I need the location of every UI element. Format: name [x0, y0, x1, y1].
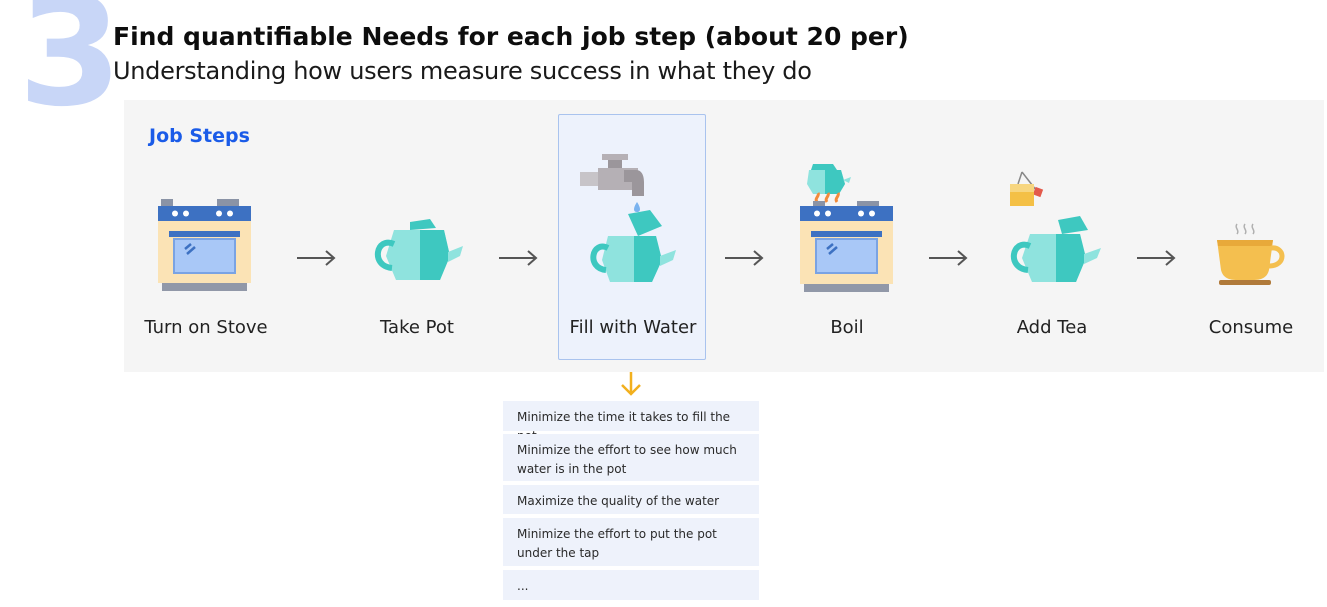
- page-title: Find quantifiable Needs for each job ste…: [113, 22, 909, 51]
- page-subtitle: Understanding how users measure success …: [113, 57, 812, 85]
- need-item: Minimize the time it takes to fill the p…: [503, 401, 759, 443]
- step-label-add-tea: Add Tea: [1016, 317, 1088, 338]
- step-label-fill-with-water: Fill with Water: [569, 317, 697, 338]
- right-arrow-icon: [1137, 250, 1176, 266]
- down-arrow-icon: [621, 372, 641, 396]
- faucet-teapot-icon: [580, 154, 676, 282]
- teacup-icon: [1217, 223, 1285, 285]
- right-arrow-icon: [297, 250, 336, 266]
- need-item: ...: [503, 570, 759, 600]
- stove-with-teapot-icon: [800, 164, 893, 292]
- right-arrow-icon: [929, 250, 968, 266]
- right-arrow-icon: [499, 250, 538, 266]
- step-label-consume: Consume: [1208, 317, 1294, 338]
- step-label-boil: Boil: [830, 317, 864, 338]
- need-item: Minimize the effort to put the pot under…: [503, 518, 759, 566]
- step-label-take-pot: Take Pot: [380, 317, 454, 338]
- need-item: Maximize the quality of the water: [503, 485, 759, 514]
- section-number: 3: [18, 0, 122, 140]
- need-item: Minimize the effort to see how much wate…: [503, 434, 759, 481]
- stove-icon: [158, 199, 251, 291]
- teabag-teapot-icon: [1010, 171, 1101, 282]
- right-arrow-icon: [725, 250, 764, 266]
- teapot-icon: [374, 219, 463, 280]
- job-steps-panel: [124, 100, 1324, 372]
- step-label-turn-on-stove: Turn on Stove: [144, 317, 268, 338]
- panel-label: Job Steps: [149, 125, 250, 147]
